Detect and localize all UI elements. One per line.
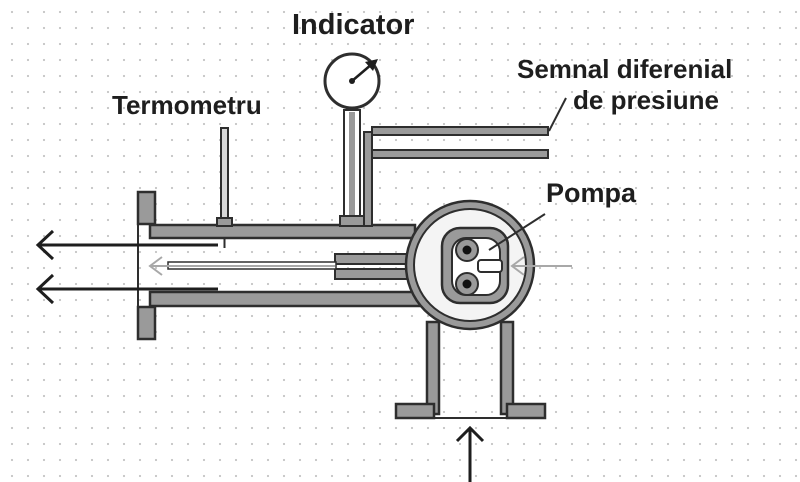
pressure-signal-label: Semnal diferenial de presiune — [517, 56, 732, 113]
pump-label: Pompa — [546, 178, 637, 208]
pressure-signal-lines — [363, 97, 567, 227]
outlet-arrows-left — [35, 229, 218, 305]
intake-arrow-bottom — [455, 425, 485, 482]
pressure-signal-label-line1: Semnal diferenial — [517, 54, 733, 84]
gauge-needle-icon — [365, 59, 378, 71]
pump-support — [394, 320, 547, 420]
thermometer-label: Termometru — [112, 90, 262, 120]
indicator-gauge — [323, 52, 381, 227]
thermometer — [216, 127, 233, 248]
pump-housing — [404, 199, 546, 331]
indicator-label: Indicator — [292, 9, 415, 41]
left-flange — [136, 190, 157, 341]
inlet-arrow-right — [510, 256, 572, 276]
pressure-signal-label-line2: de presiune — [573, 85, 719, 115]
inner-pipe — [148, 253, 441, 280]
